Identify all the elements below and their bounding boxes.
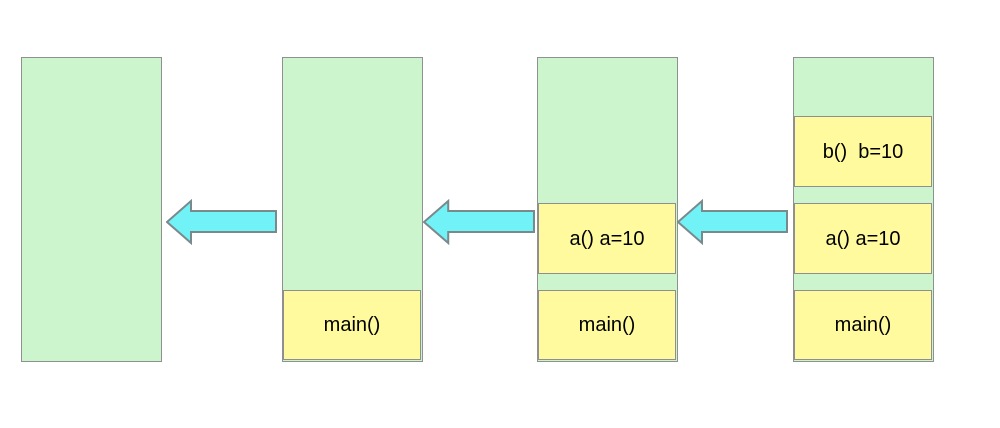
stack-frame-b: b() b=10 [794,116,932,187]
frame-label-a: a() a=10 [569,227,645,250]
stack-frame-main: main() [794,290,932,360]
left-arrow-icon [166,199,277,245]
stack-column-1 [21,57,162,362]
frame-label-main: main() [323,314,381,336]
left-arrow-1 [166,199,278,245]
left-arrow-icon [423,199,535,245]
left-arrow-2 [423,199,536,245]
stack-frame-main: main() [283,290,421,360]
frame-label-main: main() [578,314,636,336]
left-arrow-icon [677,199,788,245]
stack-frame-a: a() a=10 [794,203,932,274]
stack-column-2: main() [282,57,423,362]
stack-column-3: a() a=10 main() [537,57,678,362]
stack-frame-a: a() a=10 [538,203,676,274]
stack-column-4: b() b=10 a() a=10 main() [793,57,934,362]
frame-label-a: a() a=10 [825,227,901,250]
left-arrow-3 [677,199,789,245]
frame-label-b: b() b=10 [822,140,904,163]
stack-frame-main: main() [538,290,676,360]
frame-label-main: main() [834,314,892,336]
